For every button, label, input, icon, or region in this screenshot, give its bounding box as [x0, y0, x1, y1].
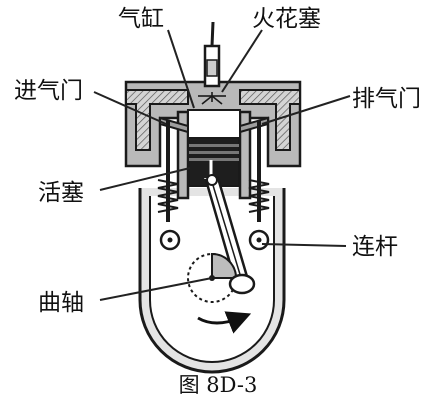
spark-plug-wire — [210, 21, 215, 47]
leader-exhaust-valve — [261, 95, 351, 125]
combustion-chamber — [187, 109, 241, 139]
label-exhaust-valve: 排气门 — [352, 86, 421, 112]
intake-port — [125, 89, 189, 151]
label-cylinder: 气缸 — [118, 6, 164, 32]
crank-rotation-arrow — [197, 311, 252, 334]
leader-cylinder — [167, 29, 195, 109]
spark-icon — [198, 92, 226, 105]
figure-caption: 图 8D-3 — [179, 373, 258, 397]
exhaust-cam — [248, 229, 270, 251]
spark-plug-insulator — [206, 59, 218, 77]
exhaust-port — [239, 89, 301, 151]
leader-piston — [99, 167, 191, 191]
leader-crankshaft — [99, 277, 213, 301]
exhaust-valve-spring — [248, 179, 270, 213]
leader-intake-valve — [93, 91, 167, 125]
leader-connecting-rod — [261, 243, 347, 247]
intake-cam — [159, 229, 181, 251]
label-piston: 活塞 — [38, 180, 84, 206]
label-crankshaft: 曲轴 — [38, 290, 84, 316]
leader-spark-plug — [221, 29, 263, 93]
label-connecting-rod: 连杆 — [352, 234, 398, 260]
label-spark-plug: 火花塞 — [252, 6, 321, 32]
intake-valve-spring — [157, 179, 179, 213]
label-intake-valve: 进气门 — [14, 78, 83, 104]
